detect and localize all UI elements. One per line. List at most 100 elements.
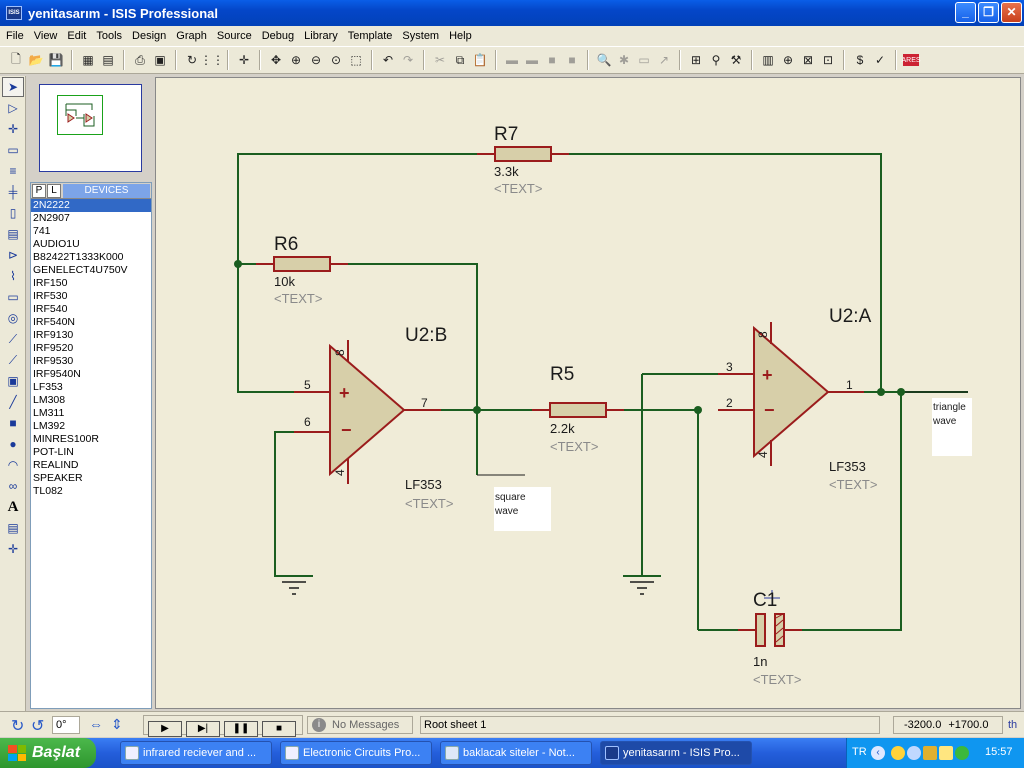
u2a-name[interactable]: U2:A <box>829 306 872 327</box>
r7-text[interactable]: <TEXT> <box>494 181 542 196</box>
junction-dot-icon[interactable]: ✛ <box>7 122 19 136</box>
open-folder-icon[interactable]: 📂 <box>28 53 44 67</box>
selection-mode-icon[interactable]: ➤ <box>2 77 24 97</box>
packaging-icon[interactable]: ▭ <box>638 53 650 67</box>
grid-icon[interactable]: ⋮⋮ <box>200 53 224 67</box>
menu-design[interactable]: Design <box>132 30 167 42</box>
u2b-part[interactable]: LF353 <box>405 477 442 492</box>
property-assignment-icon[interactable]: ⚒ <box>730 53 742 67</box>
device-list-item[interactable]: AUDIO1U <box>33 238 80 250</box>
device-list-item[interactable]: LM311 <box>33 407 65 419</box>
menu-edit[interactable]: Edit <box>67 30 87 42</box>
task-electronic-circuits[interactable]: Electronic Circuits Pro... <box>280 741 432 765</box>
menu-graph[interactable]: Graph <box>176 30 207 42</box>
device-list-item[interactable]: IRF530 <box>33 290 68 302</box>
ground-symbol-left[interactable] <box>275 575 313 595</box>
device-pins-icon[interactable]: ⊳ <box>7 248 19 262</box>
block-move-icon[interactable]: ▬ <box>526 53 538 67</box>
device-list-item[interactable]: REALIND <box>33 459 79 471</box>
isis-app-icon[interactable]: ISIS <box>6 6 22 20</box>
r6-name[interactable]: R6 <box>274 234 298 255</box>
messages-field[interactable]: i No Messages <box>307 716 413 734</box>
zoom-in-icon[interactable]: ⊕ <box>290 53 302 67</box>
schematic-canvas[interactable]: + − + − R7 3.3k <TEXT> R6 10k <TEXT> R5 … <box>155 77 1021 709</box>
r7-value[interactable]: 3.3k <box>494 164 519 179</box>
terminals-icon[interactable]: ▤ <box>7 227 19 241</box>
close-button[interactable]: ✕ <box>1001 2 1022 23</box>
device-list-item[interactable]: LM392 <box>33 420 66 432</box>
device-list-item[interactable]: SPEAKER <box>33 472 83 484</box>
square-wave-note[interactable]: square wave <box>494 487 551 531</box>
resistor-r5[interactable] <box>532 402 624 418</box>
print-area-icon[interactable]: ▣ <box>154 53 166 67</box>
zoom-area-icon[interactable]: ⬚ <box>350 53 362 67</box>
device-list-item[interactable]: IRF540N <box>33 316 76 328</box>
ground-symbol-right[interactable] <box>623 575 661 595</box>
capacitor-c1[interactable] <box>738 590 802 647</box>
zoom-out-icon[interactable]: ⊖ <box>310 53 322 67</box>
play-button[interactable]: ▶ <box>148 721 182 737</box>
pan-icon[interactable]: ✥ <box>270 53 282 67</box>
tray-expand-icon[interactable]: ‹ <box>871 746 885 760</box>
opamp-u2b[interactable]: + − <box>294 340 441 484</box>
redo-icon[interactable]: ↷ <box>402 53 414 67</box>
u2a-part[interactable]: LF353 <box>829 459 866 474</box>
virtual-instruments-icon[interactable]: ▣ <box>7 374 19 388</box>
junction-dot[interactable] <box>877 388 885 396</box>
rotate-ccw-icon[interactable]: ↺ <box>31 718 45 735</box>
block-delete-icon[interactable]: ■ <box>568 53 576 67</box>
menu-view[interactable]: View <box>33 30 58 42</box>
menu-help[interactable]: Help <box>449 30 472 42</box>
device-list-item[interactable]: 2N2907 <box>33 212 70 224</box>
menu-source[interactable]: Source <box>216 30 252 42</box>
circle-icon[interactable]: ● <box>9 437 17 451</box>
resistor-r6[interactable] <box>256 256 348 272</box>
export-icon[interactable]: ▤ <box>102 53 114 67</box>
overview-window[interactable] <box>39 84 142 172</box>
rotation-field[interactable]: 0° <box>52 716 80 734</box>
generator-icon[interactable]: ◎ <box>7 311 19 325</box>
device-list-item[interactable]: 741 <box>33 225 51 237</box>
warning-icon[interactable] <box>939 746 953 760</box>
arc-icon[interactable]: ◠ <box>7 458 19 472</box>
bus-icon[interactable]: ╪ <box>8 185 18 199</box>
component-mode-icon[interactable]: ▷ <box>8 101 18 115</box>
mirror-x-icon[interactable]: ⇔ <box>89 716 103 732</box>
menu-template[interactable]: Template <box>347 30 393 42</box>
graph-mode-icon[interactable]: ⌇ <box>10 269 16 283</box>
make-device-icon[interactable]: ✱ <box>618 53 630 67</box>
new-file-icon[interactable]: 🗋 <box>11 51 21 66</box>
ares-netlist-icon[interactable]: ARES <box>901 54 921 66</box>
u2a-text[interactable]: <TEXT> <box>829 477 877 492</box>
tape-recorder-icon[interactable]: ▭ <box>7 290 19 304</box>
opamp-u2a[interactable]: + − <box>718 322 864 466</box>
pick-device-icon[interactable]: 🔍 <box>596 53 612 67</box>
text-script-icon[interactable]: ≡ <box>9 164 17 178</box>
zoom-to-child-icon[interactable]: ⊡ <box>822 53 834 67</box>
task-notepad[interactable]: baklacak siteler - Not... <box>440 741 592 765</box>
device-list-item[interactable]: IRF540 <box>33 303 68 315</box>
device-list-item[interactable]: IRF9520 <box>33 342 74 354</box>
device-list-item[interactable]: POT-LIN <box>33 446 74 458</box>
path-icon[interactable]: ∞ <box>8 479 18 493</box>
language-indicator[interactable]: TR <box>852 746 867 758</box>
junction-dot[interactable] <box>897 388 905 396</box>
device-list-item[interactable]: LF353 <box>33 381 63 393</box>
overview-viewport[interactable] <box>57 95 103 135</box>
refresh-icon[interactable]: ↻ <box>186 53 198 67</box>
current-probe-icon[interactable]: ⟋ <box>8 352 18 367</box>
mirror-y-icon[interactable]: ⇕ <box>111 716 123 732</box>
decompose-icon[interactable]: ↗ <box>658 53 670 67</box>
block-rotate-icon[interactable]: ■ <box>548 53 556 67</box>
device-list-item[interactable]: IRF9540N <box>33 368 81 380</box>
r6-text[interactable]: <TEXT> <box>274 291 322 306</box>
junction-dot[interactable] <box>694 406 702 414</box>
remove-sheet-icon[interactable]: ⊠ <box>802 53 814 67</box>
search-icon[interactable]: ⚲ <box>711 53 721 67</box>
start-button[interactable]: Başlat <box>0 738 96 768</box>
junction-dot[interactable] <box>473 406 481 414</box>
c1-name[interactable]: C1 <box>753 590 777 611</box>
print-icon[interactable]: ⎙ <box>135 52 145 67</box>
menu-debug[interactable]: Debug <box>261 30 295 42</box>
r5-name[interactable]: R5 <box>550 364 574 385</box>
